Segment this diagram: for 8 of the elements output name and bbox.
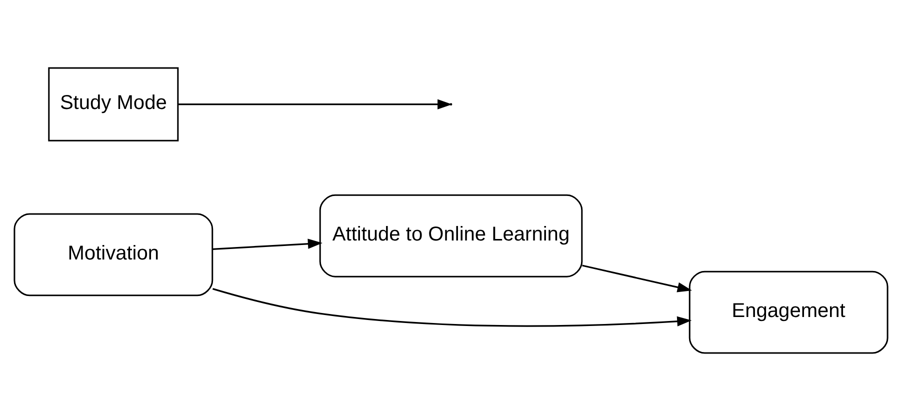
arrow: [212, 288, 692, 326]
node-box: Attitude to Online Learning: [319, 194, 583, 277]
arrow: [212, 238, 322, 250]
node-box: Motivation: [14, 212, 214, 296]
arrow: [582, 264, 692, 292]
arrow: [178, 98, 452, 109]
node-box: Study Mode: [48, 66, 179, 141]
node-box: Engagement: [688, 270, 888, 354]
